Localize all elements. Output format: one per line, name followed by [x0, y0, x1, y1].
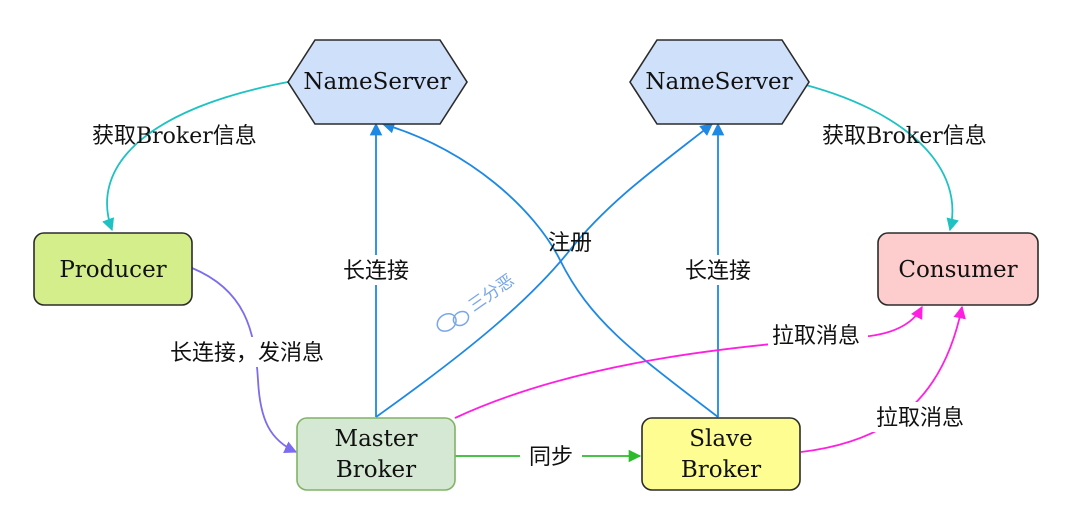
master-broker-line1: Master [335, 426, 418, 452]
producer-label: Producer [59, 257, 166, 283]
slave-broker-node: Slave Broker [641, 417, 801, 491]
nameserver-right-label: NameServer [645, 69, 792, 95]
label-sync: 同步 [529, 445, 573, 470]
watermark-text: 三分恶 [465, 271, 518, 317]
nameserver-left-node: NameServer [287, 39, 468, 125]
label-consumer-get-info: 获取Broker信息 [822, 124, 987, 149]
label-register: 注册 [548, 231, 592, 256]
label-producer-get-info: 获取Broker信息 [92, 124, 257, 149]
edge-master-to-nameserver-right [375, 123, 713, 418]
watermark: 三分恶 [436, 271, 518, 332]
label-pull-slave: 拉取消息 [876, 406, 964, 431]
producer-label-bg [160, 337, 350, 367]
slave-broker-line2: Broker [681, 457, 761, 483]
master-broker-line2: Broker [336, 457, 416, 483]
label-pull-master: 拉取消息 [772, 324, 860, 349]
nameserver-right-node: NameServer [629, 39, 810, 125]
consumer-label: Consumer [898, 257, 1017, 283]
label-master-long-conn: 长连接 [343, 259, 409, 284]
edge-slave-to-nameserver-left [381, 121, 719, 418]
pull-master-label-bg [768, 320, 868, 350]
label-producer-to-master: 长连接，发消息 [170, 341, 324, 366]
edge-producer-get-info [102, 81, 289, 232]
consumer-node: Consumer [877, 232, 1039, 306]
sync-label-bg [520, 442, 582, 470]
label-slave-long-conn: 长连接 [685, 259, 751, 284]
slave-broker-line1: Slave [689, 426, 752, 452]
master-broker-node: Master Broker [296, 417, 456, 491]
pull-slave-label-bg [872, 402, 972, 432]
master-conn-label-bg [330, 255, 422, 285]
edge-consumer-get-info [793, 81, 959, 232]
producer-node: Producer [33, 232, 193, 306]
slave-conn-label-bg [672, 255, 764, 285]
nameserver-left-label: NameServer [303, 69, 450, 95]
edge-producer-to-master [191, 267, 298, 453]
wechat-icon [436, 310, 470, 332]
